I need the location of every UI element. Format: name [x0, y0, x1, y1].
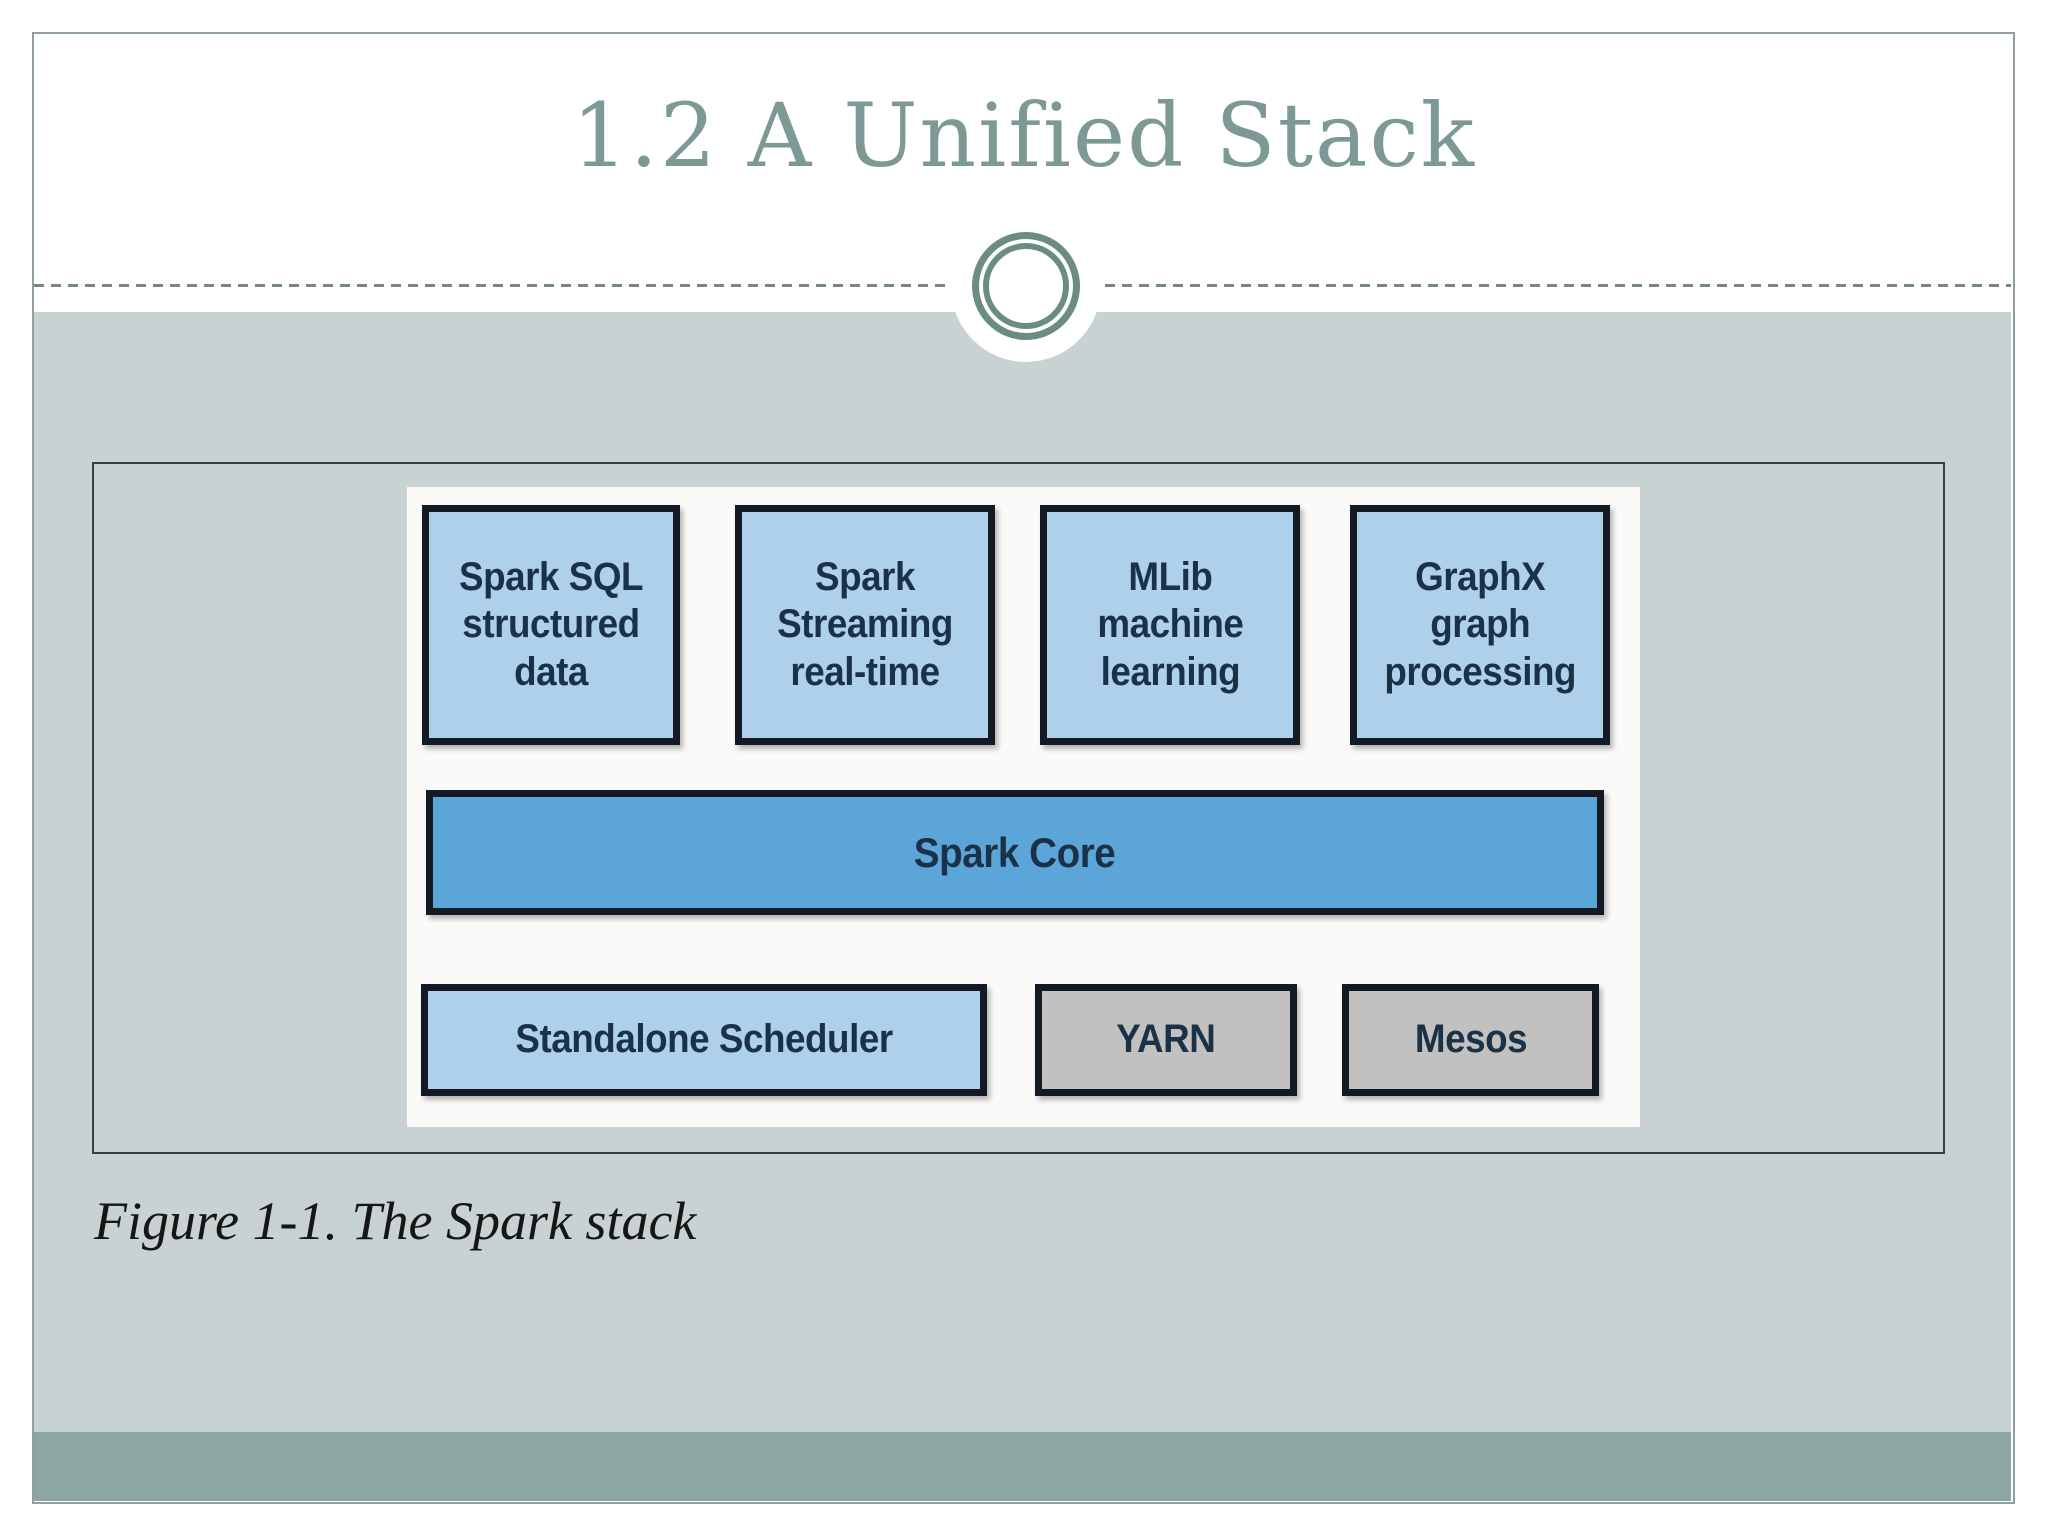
standalone-scheduler-label: Standalone Scheduler	[515, 1017, 893, 1062]
diagram-box-spark-sql: Spark SQL structured data	[422, 505, 680, 745]
diagram-box-standalone-scheduler: Standalone Scheduler	[421, 984, 987, 1096]
footer-band	[34, 1432, 2011, 1501]
diagram-box-mlib: MLib machine learning	[1040, 505, 1300, 745]
figure-caption: Figure 1-1. The Spark stack	[94, 1191, 697, 1251]
diagram-box-yarn: YARN	[1035, 984, 1297, 1096]
spark-core-label: Spark Core	[914, 828, 1116, 876]
yarn-label: YARN	[1116, 1017, 1216, 1062]
slide-title: 1.2 A Unified Stack	[571, 84, 1477, 187]
mesos-label: Mesos	[1414, 1017, 1527, 1062]
figure-frame	[92, 462, 1945, 1154]
divider-circle-inner-ring	[983, 243, 1069, 329]
graphx-label: GraphX graph processing	[1384, 555, 1576, 694]
divider-circle-ornament	[972, 232, 1080, 340]
diagram-box-graphx: GraphX graph processing	[1350, 505, 1610, 745]
mlib-label: MLib machine learning	[1096, 555, 1244, 694]
spark-sql-label: Spark SQL structured data	[458, 555, 643, 694]
slide-border	[32, 32, 2015, 1504]
diagram-box-spark-streaming: Spark Streaming real-time	[735, 505, 995, 745]
diagram-box-mesos: Mesos	[1342, 984, 1599, 1096]
spark-stack-figure: Spark SQL structured data Spark Streamin…	[407, 487, 1640, 1127]
diagram-box-spark-core: Spark Core	[426, 790, 1604, 915]
spark-streaming-label: Spark Streaming real-time	[777, 555, 953, 694]
